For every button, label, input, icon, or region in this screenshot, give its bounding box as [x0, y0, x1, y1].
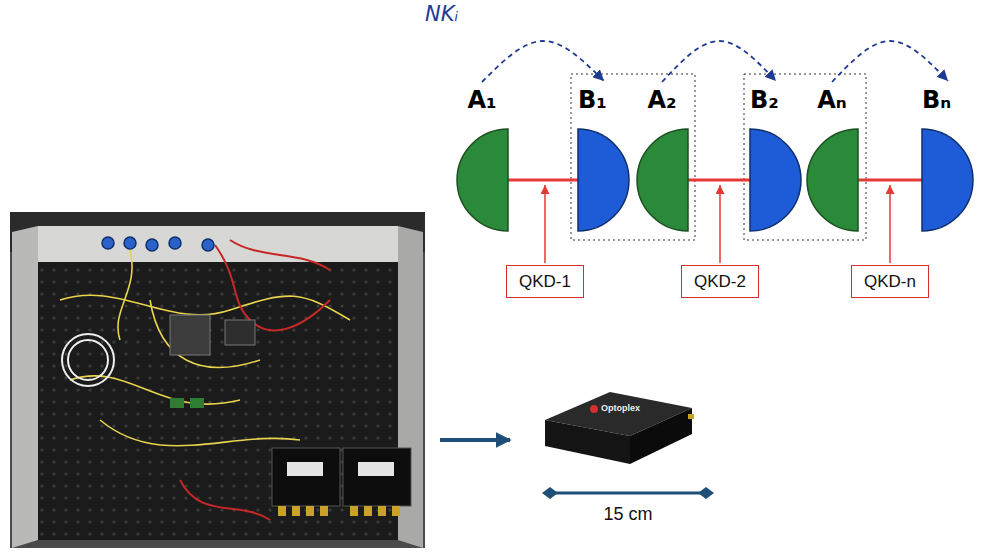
half-disc-outline [806, 128, 858, 232]
dimension-label: 15 cm [603, 504, 652, 525]
wire [180, 480, 270, 520]
half-disc-outline [750, 128, 802, 232]
connector [292, 506, 300, 516]
relay-node-bracket [571, 74, 695, 240]
coil [68, 340, 108, 380]
enclosure-back [38, 226, 398, 262]
optical-mount [170, 315, 210, 355]
half-disc-shape [637, 129, 688, 231]
half-disc-shape [922, 129, 973, 231]
dimension-line [542, 487, 714, 499]
connector [350, 506, 358, 516]
device-port [688, 414, 694, 419]
sender-endpoint: A₁ [456, 85, 508, 232]
endpoint-label: Aₙ [806, 85, 858, 115]
optical-mount [225, 320, 255, 345]
connector [169, 237, 181, 249]
fiber-adapter [170, 398, 184, 408]
box-label: QKD-n [864, 271, 916, 292]
transition-arrow [440, 438, 510, 442]
connector [378, 506, 386, 516]
box-label: QKD-2 [694, 271, 746, 292]
connector [392, 506, 400, 516]
endpoint-label: A₂ [636, 85, 688, 115]
key-relay-arrow [832, 41, 948, 82]
half-disc [456, 128, 508, 232]
half-disc [750, 128, 802, 232]
fiber [118, 250, 132, 340]
receiver-endpoint: B₂ [750, 85, 802, 232]
brand-logo: Optoplex [601, 403, 640, 413]
device-logo [590, 405, 598, 413]
leader-arrow [889, 185, 891, 263]
sender-endpoint: A₂ [636, 85, 688, 232]
module-sticker [358, 462, 394, 476]
fiber [150, 300, 260, 368]
fiber [70, 376, 240, 404]
connector [124, 237, 136, 249]
dimension-end [698, 487, 714, 499]
module-sticker [287, 462, 323, 476]
half-disc [806, 128, 858, 232]
qkd-box: QKD-2 [681, 265, 759, 298]
connector [278, 506, 286, 516]
fiber-connectors [102, 237, 214, 251]
box-label: QKD-1 [519, 271, 571, 292]
photo-ground [10, 212, 425, 548]
half-disc-outline [578, 128, 630, 232]
endpoint-label: B₁ [578, 85, 630, 115]
receiver-device [545, 392, 694, 464]
receiver-endpoint: B₁ [578, 85, 630, 232]
relay-node-bracket [744, 74, 866, 240]
connector [202, 239, 214, 251]
device-side [630, 408, 692, 464]
connector [320, 506, 328, 516]
detector-module [272, 448, 340, 506]
endpoint-label: B₂ [750, 85, 802, 115]
qkd-box: QKD-n [851, 265, 929, 298]
quantum-link [688, 179, 750, 182]
fiber-adapter [190, 398, 204, 408]
wire [230, 240, 330, 270]
fiber [100, 420, 300, 446]
connector [146, 239, 158, 251]
half-disc [578, 128, 630, 232]
sma-connectors [278, 506, 400, 516]
receiver-endpoint: Bₙ [922, 85, 974, 232]
endpoint-label: Bₙ [922, 85, 974, 115]
half-disc-shape [578, 129, 629, 231]
detector-module [343, 448, 411, 506]
optical-fibers [60, 250, 350, 446]
dimension-end [542, 487, 558, 499]
dimension-bar [550, 492, 706, 495]
half-disc-shape [807, 129, 858, 231]
half-disc-outline [456, 128, 508, 232]
key-relay-arrow [482, 41, 604, 82]
quantum-link [858, 179, 922, 182]
half-disc-shape [457, 129, 508, 231]
key-symbol: NKᵢ [425, 2, 458, 26]
coil [62, 334, 114, 386]
half-disc-shape [750, 129, 801, 231]
quantum-link [508, 179, 578, 182]
connector [364, 506, 372, 516]
half-disc-outline [636, 128, 688, 232]
wire [215, 245, 330, 330]
endpoint-label: A₁ [456, 85, 508, 115]
leader-arrow [544, 185, 546, 263]
half-disc-outline [922, 128, 974, 232]
sender-endpoint: Aₙ [806, 85, 858, 232]
half-disc [636, 128, 688, 232]
lab-photo [10, 212, 425, 548]
device-front [545, 420, 630, 464]
qkd-box: QKD-1 [506, 265, 584, 298]
connector [102, 237, 114, 249]
enclosure-side [12, 226, 38, 548]
key-relay-arrow [662, 41, 776, 82]
connector [306, 506, 314, 516]
fiber-coil [62, 334, 114, 386]
half-disc [922, 128, 974, 232]
leader-arrow [719, 185, 721, 263]
